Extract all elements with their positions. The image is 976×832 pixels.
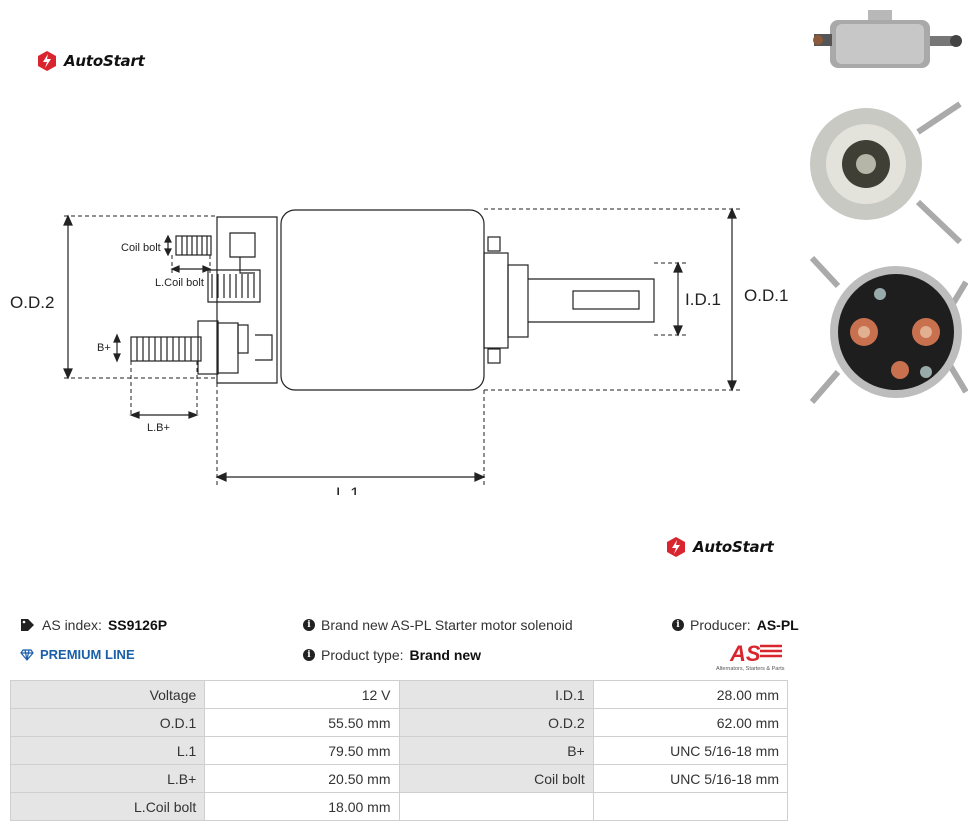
producer-row: i Producer: AS-PL	[672, 617, 799, 633]
table-row: O.D.1 55.50 mm O.D.2 62.00 mm	[9, 708, 789, 737]
od1-label: O.D.1	[744, 286, 788, 305]
coil-bolt-label: Coil bolt	[121, 242, 161, 254]
b-plus-label: B+	[97, 342, 111, 354]
spec-key: O.D.1	[9, 708, 206, 737]
spec-value: 18.00 mm	[204, 792, 400, 821]
brand-wordmark: AutoStart	[693, 538, 774, 556]
table-row: L.B+ 20.50 mm Coil bolt UNC 5/16-18 mm	[9, 764, 789, 793]
producer-logo-tagline: Alternators, Starters & Parts	[716, 666, 785, 672]
l1-label: L.1	[336, 484, 360, 495]
autostart-logo-icon	[38, 51, 56, 71]
spec-value: 12 V	[204, 680, 400, 709]
od2-label: O.D.2	[10, 293, 54, 312]
spec-value: 62.00 mm	[592, 708, 789, 737]
producer-label: Producer:	[690, 617, 751, 633]
product-type-row: i Product type: Brand new	[303, 647, 481, 663]
technical-drawing: O.D.2 O.D.1 I.D.1 L.1 Coil bolt L.Coil b…	[10, 207, 788, 495]
product-description: Brand new AS-PL Starter motor solenoid	[321, 617, 573, 633]
tag-icon	[21, 619, 34, 631]
l-b-plus-label: L.B+	[147, 422, 170, 434]
table-row: L.Coil bolt 18.00 mm	[9, 792, 789, 821]
spec-key: Voltage	[9, 680, 206, 709]
brand-wordmark: AutoStart	[64, 52, 145, 70]
spec-value: UNC 5/16-18 mm	[592, 736, 789, 765]
product-type-label: Product type:	[321, 647, 404, 663]
autostart-logo-icon	[667, 537, 685, 557]
spec-value: 79.50 mm	[204, 736, 400, 765]
product-type-value: Brand new	[409, 647, 482, 663]
info-icon: i	[672, 619, 684, 631]
producer-logo-text: AS	[729, 641, 761, 666]
brand-logo-bottom: AutoStart	[665, 536, 774, 558]
specs-table: Voltage 12 V I.D.1 28.00 mm O.D.1 55.50 …	[9, 680, 789, 821]
as-index-row: AS index: SS9126P	[20, 617, 167, 633]
premium-line-label: PREMIUM LINE	[40, 647, 135, 662]
diamond-icon	[20, 648, 34, 661]
spec-key: L.1	[9, 736, 206, 765]
info-icon: i	[303, 619, 315, 631]
product-photo-side	[813, 10, 962, 68]
spec-value: 55.50 mm	[204, 708, 400, 737]
as-index-label: AS index:	[42, 617, 102, 633]
spec-value: 28.00 mm	[592, 680, 789, 709]
spec-key: I.D.1	[398, 680, 594, 709]
brand-logo-top: AutoStart	[36, 50, 145, 72]
as-index-value: SS9126P	[107, 617, 168, 633]
spec-value: 20.50 mm	[204, 764, 400, 793]
producer-logo: AS Alternators, Starters & Parts	[716, 641, 785, 672]
table-row: Voltage 12 V I.D.1 28.00 mm	[9, 680, 789, 709]
spec-key: L.Coil bolt	[9, 792, 206, 821]
spec-key: O.D.2	[398, 708, 594, 737]
table-row: L.1 79.50 mm B+ UNC 5/16-18 mm	[9, 736, 789, 765]
spec-key: B+	[398, 736, 594, 765]
spec-value	[592, 792, 789, 821]
spec-value: UNC 5/16-18 mm	[592, 764, 789, 793]
product-photo-front	[810, 101, 963, 245]
product-photo-back	[809, 255, 968, 404]
producer-value: AS-PL	[756, 617, 799, 633]
spec-key	[398, 792, 594, 821]
spec-key: L.B+	[9, 764, 206, 793]
spec-key: Coil bolt	[398, 764, 594, 793]
l-coil-bolt-label: L.Coil bolt	[155, 277, 204, 289]
id1-label: I.D.1	[685, 290, 721, 309]
info-icon: i	[303, 649, 315, 661]
description-row: i Brand new AS-PL Starter motor solenoid	[303, 617, 573, 633]
premium-line-badge[interactable]: PREMIUM LINE	[20, 647, 135, 662]
